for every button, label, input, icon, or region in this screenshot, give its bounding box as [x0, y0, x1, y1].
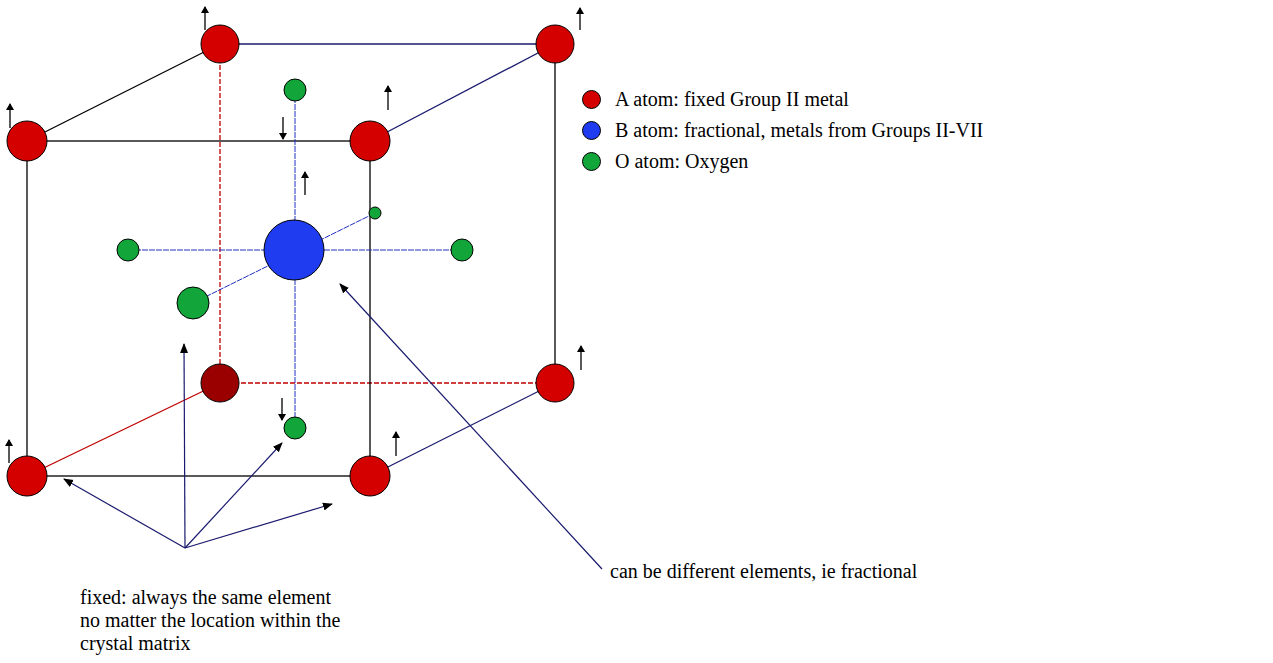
- legend-text: O atom: Oxygen: [615, 150, 748, 173]
- legend-row: B atom: fractional, metals from Groups I…: [582, 119, 983, 142]
- a-atoms: [7, 25, 574, 496]
- callout-label: can be different elements, ie fractional: [610, 560, 1210, 583]
- legend-swatch: [582, 121, 601, 140]
- oxygen-atom: [177, 287, 209, 319]
- legend-swatch: [582, 90, 601, 109]
- spin-arrows: [9, 7, 581, 463]
- note-label: fixed: always the same element no matter…: [80, 586, 345, 655]
- legend-swatch: [582, 152, 601, 171]
- cube-edges: [27, 44, 555, 476]
- bonds: [128, 90, 462, 428]
- legend-text: A atom: fixed Group II metal: [615, 88, 849, 111]
- hidden-edge: [27, 383, 220, 476]
- leader-lines: [64, 284, 602, 569]
- b-atom: [264, 220, 324, 280]
- legend-row: A atom: fixed Group II metal: [582, 88, 849, 111]
- oxygen-atoms: [117, 79, 473, 439]
- legend-row: O atom: Oxygen: [582, 150, 748, 173]
- hidden-edges: [220, 44, 555, 383]
- legend-text: B atom: fractional, metals from Groups I…: [615, 119, 983, 142]
- a-atom-back: [201, 364, 239, 402]
